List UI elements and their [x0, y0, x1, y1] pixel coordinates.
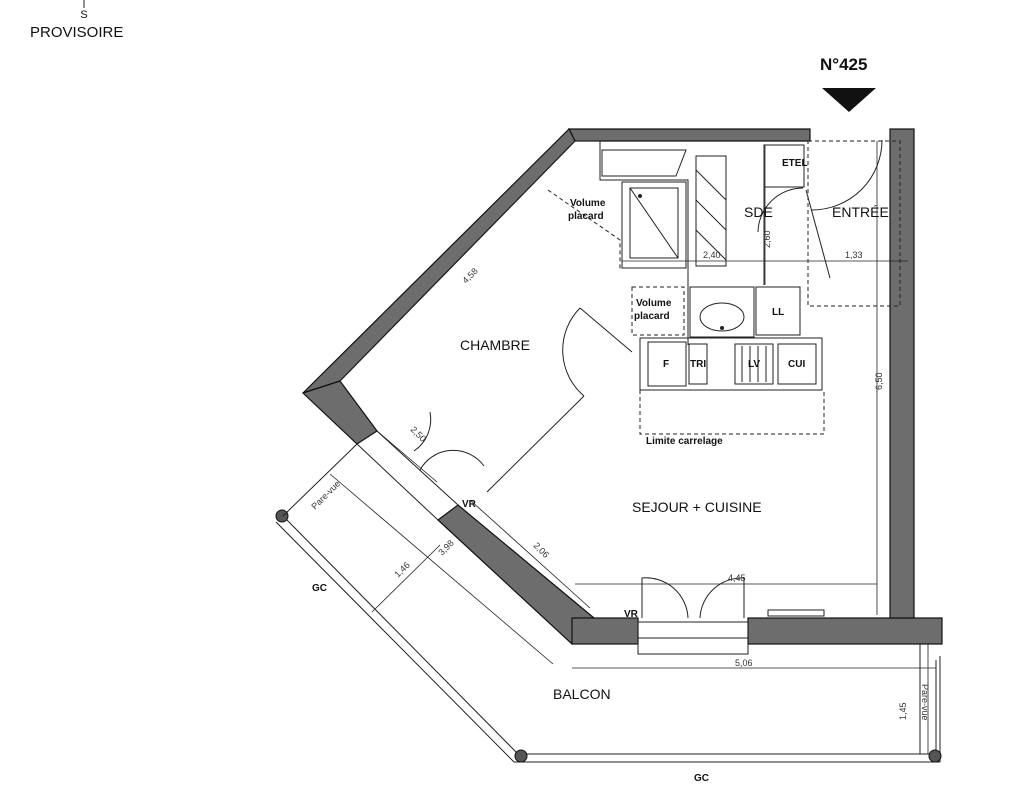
bedroom-door-swing	[562, 307, 585, 397]
wall-east	[889, 128, 915, 619]
dimline-206	[469, 499, 591, 609]
balcony-post-west	[275, 509, 289, 523]
entry-door-swing	[811, 139, 883, 211]
shower-tray	[621, 181, 687, 269]
south-door-right	[699, 577, 745, 619]
wall-south-left	[571, 617, 639, 645]
dimline-250	[376, 430, 438, 483]
entry-clearance	[807, 140, 901, 307]
dim-label-206: 2,06	[532, 540, 551, 559]
shower-diagonal	[629, 187, 679, 259]
status-label: PROVISOIRE	[30, 24, 123, 41]
placard-label-1a: Volume	[570, 198, 606, 209]
balcony-door-swing-2	[419, 449, 485, 471]
lot-number: N°425	[820, 55, 867, 74]
shower-drain-icon	[638, 194, 642, 198]
wall-south-right	[747, 617, 943, 645]
partition-bedroom-living	[486, 395, 585, 493]
south-door-left	[641, 577, 689, 619]
dimline-458	[339, 140, 576, 382]
vr-label-2: VR	[624, 609, 639, 620]
north-marker-glyph: S	[80, 9, 87, 21]
room-balcon: BALCON	[553, 686, 611, 702]
placard-outline-1	[547, 189, 621, 270]
placard-outline-2	[631, 286, 685, 336]
wall-north	[568, 128, 811, 142]
entrance-arrow-icon	[822, 88, 876, 112]
kitchen-counter	[639, 337, 823, 391]
gc-label-2: GC	[694, 773, 709, 784]
tiling-limit-label: Limite carrelage	[646, 436, 723, 447]
sde-door-swing	[757, 187, 804, 233]
sde-door-leaf	[805, 189, 831, 279]
pare-vue-label-2: Pare-vue	[920, 684, 930, 721]
dim-label-133: 1,33	[845, 250, 863, 260]
balcony-post-east	[928, 749, 942, 763]
dim-label-260: 2,60	[762, 230, 772, 248]
vr-label-1: VR	[462, 499, 477, 510]
wall-balcony-diagonal	[437, 504, 595, 645]
wc-hatch-1	[695, 169, 727, 201]
dimline-398	[329, 473, 554, 665]
dim-label-506: 5,06	[735, 658, 753, 668]
fridge-label: F	[663, 359, 669, 370]
room-sejour-cuisine: SEJOUR + CUISINE	[632, 499, 762, 515]
partition-bedroom	[575, 140, 689, 345]
cui-box	[777, 343, 817, 385]
washbasin-icon	[699, 302, 745, 332]
placard-label-2a: Volume	[636, 298, 672, 309]
placard-label-1b: placard	[568, 211, 604, 222]
gc-label-1: GC	[312, 583, 327, 594]
bedroom-door-leaf	[579, 307, 633, 353]
dim-label-398: 3,98	[436, 538, 455, 557]
fridge-box	[647, 341, 687, 387]
ll-box	[755, 286, 801, 336]
dim-label-250: 2,50	[409, 424, 428, 443]
radiator	[767, 609, 825, 617]
placard-label-2b: placard	[634, 311, 670, 322]
wall-west-short	[301, 380, 378, 445]
window-diagonal-inner	[376, 430, 459, 506]
dim-label-650: 6,50	[874, 372, 884, 390]
balcony-edge	[282, 515, 937, 755]
cui-label: CUI	[788, 359, 805, 370]
dim-label-146: 1,46	[392, 560, 411, 579]
lv-label: LV	[748, 359, 760, 370]
shower-inner	[629, 187, 679, 259]
balcony-railing	[275, 521, 941, 763]
dim-label-240: 2,40	[703, 250, 721, 260]
dimline-146	[371, 544, 441, 613]
washbasin-drain-icon	[720, 326, 724, 330]
wall-northwest-diagonal	[302, 127, 576, 394]
dim-label-145: 1,45	[898, 702, 908, 720]
ll-label: LL	[772, 307, 784, 318]
room-entree: ENTRÉE	[832, 204, 889, 220]
balcony-door-swing-1	[413, 411, 432, 452]
window-diagonal-outer	[356, 443, 439, 521]
dim-label-458: 4,58	[460, 266, 479, 285]
balcony-post-south	[514, 749, 528, 763]
room-sde: SDE	[744, 204, 773, 220]
wc-hatch-3	[695, 229, 727, 261]
tri-box	[688, 343, 708, 385]
wc-hatch-2	[695, 199, 727, 231]
pare-vue-west	[282, 443, 358, 517]
lv-box	[734, 343, 774, 385]
etel-label: ETEL	[782, 158, 808, 169]
dim-label-445: 4,45	[728, 573, 746, 583]
room-chambre: CHAMBRE	[460, 337, 530, 353]
washbasin-cabinet	[689, 286, 755, 338]
bath-top	[601, 149, 687, 177]
pare-vue-label-1: Pare-vue	[309, 479, 342, 512]
tri-label: TRI	[690, 359, 706, 370]
wc-block	[695, 155, 727, 267]
tiling-limit-line	[639, 390, 825, 435]
